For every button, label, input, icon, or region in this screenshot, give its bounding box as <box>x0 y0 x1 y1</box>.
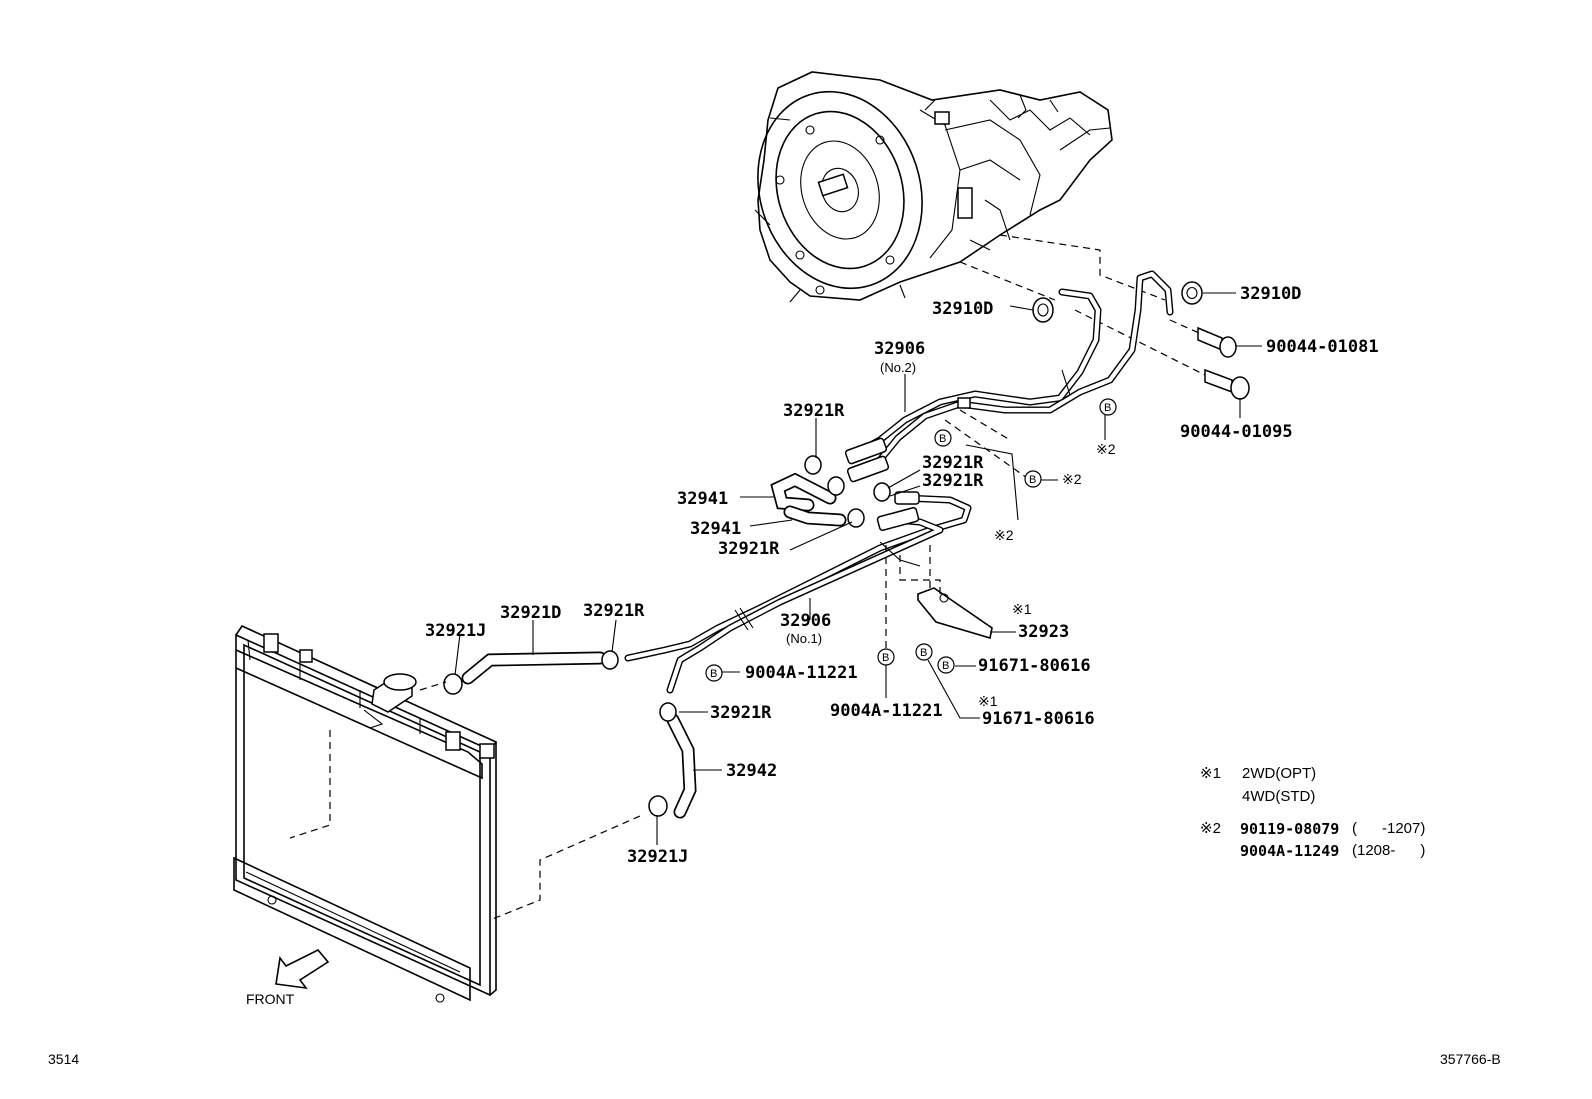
page-number-right: 357766-B <box>1440 1051 1501 1067</box>
gasket-32910d-right <box>1181 281 1203 305</box>
leader-trans-32910d-left <box>959 261 1056 301</box>
union-bolt-90044-01081 <box>1197 326 1237 358</box>
svg-text:B: B <box>1104 402 1111 414</box>
note-2-mark: ※2 <box>1200 820 1221 837</box>
label-32906-no2-sub: (No.2) <box>880 360 916 375</box>
svg-text:B: B <box>1029 474 1036 486</box>
label-32941-1: 32941 <box>677 489 728 509</box>
note-2-line-2-part: 9004A-11249 <box>1240 842 1339 860</box>
circled-b-icon: B B B B B B B <box>705 398 1117 682</box>
ref-mark-1-a: ※1 <box>1012 601 1032 617</box>
label-32921j-1: 32921J <box>425 621 486 641</box>
label-32921r-2: 32921R <box>922 453 984 473</box>
note-1-mark: ※1 <box>1200 765 1221 782</box>
note-1-line-2: 4WD(STD) <box>1242 788 1315 805</box>
clamps-32921r <box>601 455 891 722</box>
note-2-line-2-range: (1208- ) <box>1352 842 1425 859</box>
ref-mark-2-b: ※2 <box>1062 471 1082 487</box>
label-9004a-11221-1: 9004A-11221 <box>745 663 858 683</box>
label-32921r-6: 32921R <box>710 703 772 723</box>
transmission-assembly <box>754 71 1113 303</box>
note-2-line-1-range: ( -1207) <box>1352 820 1425 837</box>
label-32921j-2: 32921J <box>627 847 688 867</box>
hose-32921d <box>461 651 607 685</box>
label-32921r-3: 32921R <box>922 471 984 491</box>
svg-text:B: B <box>882 652 889 664</box>
radiator <box>233 624 498 1003</box>
hose-32942 <box>666 713 697 819</box>
label-32921r-1: 32921R <box>783 401 845 421</box>
leader-bracket <box>899 555 941 598</box>
front-arrow-icon <box>275 949 330 990</box>
label-32921r-5: 32921R <box>583 601 645 621</box>
note-1-line-1: 2WD(OPT) <box>1242 765 1316 782</box>
svg-text:B: B <box>710 668 717 680</box>
notes-block: ※1 2WD(OPT) 4WD(STD) ※2 90119-08079 ( -1… <box>1200 765 1425 860</box>
page-number-left: 3514 <box>48 1051 79 1067</box>
hose-32941-upper <box>770 472 837 512</box>
label-32906-no1-sub: (No.1) <box>786 631 822 646</box>
cooler-pipe-assembly <box>624 270 1174 694</box>
label-32910d-right: 32910D <box>1240 284 1301 304</box>
leader-trans-32910d-right <box>999 234 1166 301</box>
clamps-32921j <box>443 673 668 817</box>
union-bolt-90044-01095 <box>1204 368 1250 400</box>
label-32941-2: 32941 <box>690 519 741 539</box>
label-9004a-11221-2: 9004A-11221 <box>830 701 943 721</box>
label-32906-no2: 32906 <box>874 339 925 359</box>
label-91671-80616-1: 91671-80616 <box>978 656 1091 676</box>
svg-text:B: B <box>942 660 949 672</box>
hose-32941-lower <box>783 505 847 527</box>
label-32921r-4: 32921R <box>718 539 780 559</box>
label-32921d: 32921D <box>500 603 561 623</box>
label-90044-01095: 90044-01095 <box>1180 422 1293 442</box>
ref-mark-2-a: ※2 <box>1096 441 1116 457</box>
leader-radiator-top <box>289 730 331 839</box>
leader-b2 <box>959 409 1011 441</box>
label-32923: 32923 <box>1018 622 1069 642</box>
ref-mark-1-b: ※1 <box>978 693 998 709</box>
label-32910d-left: 32910D <box>932 299 993 319</box>
leader-radiator-bottom <box>489 815 641 921</box>
bracket-32923 <box>917 587 993 640</box>
svg-text:B: B <box>920 647 927 659</box>
leader-radiator-cap <box>419 681 447 691</box>
svg-text:B: B <box>939 433 946 445</box>
label-90044-01081: 90044-01081 <box>1266 337 1379 357</box>
front-label: FRONT <box>246 991 295 1007</box>
label-32942: 32942 <box>726 761 777 781</box>
label-91671-80616-2: 91671-80616 <box>982 709 1095 729</box>
ref-mark-2-c: ※2 <box>994 527 1014 543</box>
gasket-32910d-left <box>1032 297 1054 323</box>
label-leaders <box>454 292 1262 845</box>
label-32906-no1: 32906 <box>780 611 831 631</box>
leader-b3 <box>944 419 1031 481</box>
note-2-line-1-part: 90119-08079 <box>1240 820 1339 838</box>
